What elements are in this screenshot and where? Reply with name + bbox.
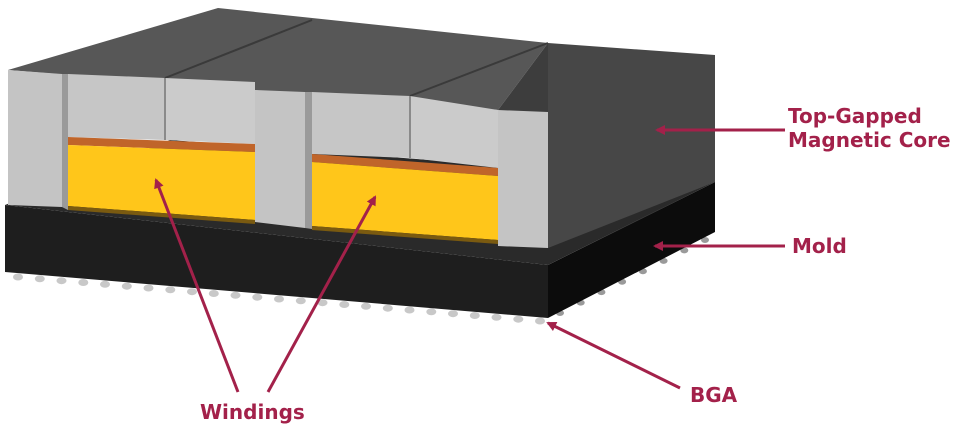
bga-ball bbox=[187, 288, 197, 296]
bga-ball bbox=[121, 282, 132, 290]
winding-left-top-edge bbox=[68, 137, 255, 152]
bga-ball bbox=[426, 308, 437, 316]
core-top-bar bbox=[410, 96, 498, 168]
bga-ball bbox=[535, 317, 545, 325]
bga-ball bbox=[34, 275, 45, 283]
winding-left-bottom-shadow bbox=[68, 206, 255, 224]
bga-ball bbox=[274, 295, 284, 303]
core-top-bar bbox=[312, 92, 410, 158]
bga-ball bbox=[143, 284, 154, 292]
bga-ball bbox=[78, 279, 89, 286]
bga-ball bbox=[513, 315, 524, 323]
core-gap-line bbox=[409, 42, 549, 97]
bga-arrow bbox=[546, 321, 681, 390]
winding-right-bottom-shadow bbox=[312, 226, 498, 244]
bga-ball bbox=[404, 306, 415, 314]
core-top-bar bbox=[165, 78, 255, 144]
bga-ball bbox=[165, 286, 176, 294]
bga-ball bbox=[469, 312, 480, 319]
bga-ball bbox=[491, 313, 502, 321]
bga-ball bbox=[680, 247, 689, 254]
mold-side-face bbox=[548, 182, 715, 318]
bga-ball bbox=[100, 280, 110, 288]
core-left-leg bbox=[8, 70, 62, 207]
bga-ball bbox=[230, 291, 241, 299]
bga-ball bbox=[317, 299, 328, 307]
bga-ball bbox=[382, 304, 393, 312]
mold-label: Mold bbox=[792, 234, 847, 258]
bga-label: BGA bbox=[690, 383, 738, 407]
bga-ball bbox=[252, 293, 263, 301]
bga-ball bbox=[13, 273, 23, 281]
winding-right-top-edge bbox=[312, 154, 498, 176]
top-gapped-magnetic-core-label: Top-Gapped Magnetic Core bbox=[788, 104, 951, 152]
core-top-face bbox=[8, 8, 548, 110]
bga-ball bbox=[295, 297, 306, 305]
windings-arrow-left bbox=[154, 178, 240, 393]
core-label-line1: Top-Gapped bbox=[788, 104, 922, 128]
windings-label: Windings bbox=[200, 400, 305, 424]
bga-ball bbox=[361, 302, 371, 310]
core-center-leg-inner bbox=[305, 92, 312, 229]
winding-right bbox=[312, 162, 498, 240]
bga-ball bbox=[448, 310, 458, 318]
bga-ball bbox=[339, 301, 350, 308]
bga-ball bbox=[56, 277, 67, 285]
core-center-leg bbox=[255, 90, 305, 228]
core-left-leg-inner bbox=[62, 74, 68, 210]
bga-ball bbox=[701, 237, 709, 243]
core-right-leg bbox=[498, 110, 548, 248]
mold-front-face bbox=[5, 205, 548, 318]
windings-arrow-right bbox=[266, 195, 377, 393]
core-label-line2: Magnetic Core bbox=[788, 128, 951, 152]
bga-ball bbox=[208, 290, 219, 297]
bga-solder-balls bbox=[13, 237, 709, 325]
core-gap-line bbox=[164, 19, 313, 79]
core-side-face bbox=[548, 43, 715, 248]
core-top-bar bbox=[68, 74, 165, 140]
